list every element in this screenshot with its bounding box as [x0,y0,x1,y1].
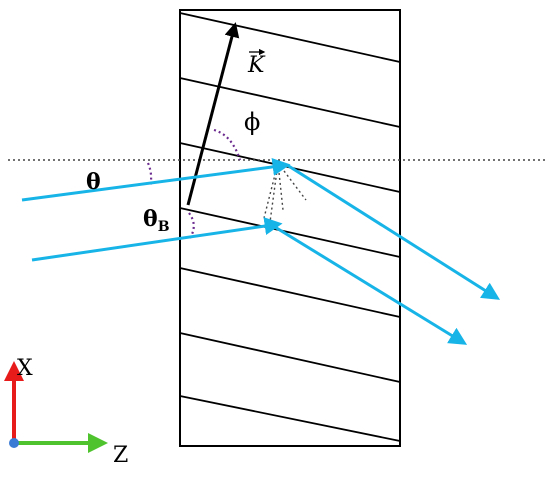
z-axis-label: Z [113,443,128,468]
incident-beam-2 [31,217,283,262]
diffracted-beam-1 [286,163,501,300]
fringe-line [179,267,401,318]
k-vector-label: K [247,53,266,78]
light-beams [21,157,501,345]
axis-origin [9,438,19,448]
incident-beam-1 [21,157,291,202]
theta-b-label: θB [143,206,170,235]
fringe-line [179,207,401,258]
fringe-line [179,395,401,442]
phi-label: ϕ [244,108,260,136]
coordinate-axes: X Z [3,356,128,468]
fringe-line [179,12,401,63]
theta-label: θ [86,169,101,195]
x-axis-label: X [17,356,33,381]
diffracted-beam-2 [269,222,468,345]
fringe-line [179,332,401,383]
grating-medium [179,9,401,447]
theta-b-angle-arc [188,212,195,239]
grating-fringes [179,12,401,442]
fringe-line [179,77,401,128]
grating-vector-k [186,22,240,206]
